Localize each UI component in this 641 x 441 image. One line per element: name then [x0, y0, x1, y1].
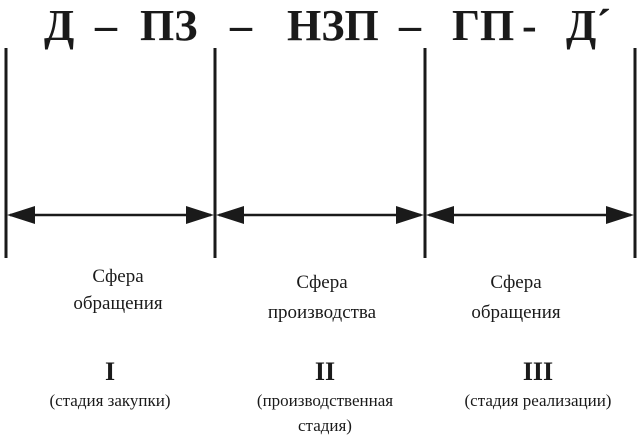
arrowhead-left-icon [426, 206, 454, 224]
arrowhead-right-icon [186, 206, 214, 224]
formula-d: Д [44, 1, 74, 50]
formula-dash-2: – [229, 1, 253, 50]
stage-2-sphere-line-2: производства [268, 302, 377, 323]
stage-3: Сфера обращения III (стадия реализации) [465, 272, 612, 410]
arrowhead-left-icon [7, 206, 35, 224]
stage-2-caption-line-2: стадия) [298, 416, 352, 435]
stage-1-sphere-line-1: Сфера [92, 266, 144, 287]
stage-3-numeral: III [523, 357, 553, 386]
stage-2-numeral: II [315, 357, 335, 386]
formula-gp: ГП [452, 1, 514, 50]
stage-2: Сфера производства II (производственная … [257, 272, 393, 435]
arrowhead-right-icon [606, 206, 634, 224]
stage-3-sphere-line-1: Сфера [490, 272, 542, 293]
stage-3-caption-line-1: (стадия реализации) [465, 391, 612, 410]
stage-1: Сфера обращения I (стадия закупки) [49, 266, 170, 410]
stage-1-numeral: I [105, 357, 115, 386]
arrowhead-left-icon [216, 206, 244, 224]
formula-pz: ПЗ [140, 1, 197, 50]
arrow-stage-2 [216, 206, 424, 224]
formula-dash-4: - [522, 1, 537, 50]
arrow-stage-3 [426, 206, 634, 224]
stage-3-sphere-line-2: обращения [471, 302, 560, 323]
stage-1-sphere-line-2: обращения [73, 293, 162, 314]
formula-d-prime: Д´ [566, 1, 611, 50]
arrowhead-right-icon [396, 206, 424, 224]
formula-dash-1: – [94, 1, 118, 50]
stage-1-caption-line-1: (стадия закупки) [49, 391, 170, 410]
formula: Д – ПЗ – НЗП – ГП - Д´ [44, 1, 611, 50]
stage-2-sphere-line-1: Сфера [296, 272, 348, 293]
formula-dash-3: – [398, 1, 422, 50]
arrow-stage-1 [7, 206, 214, 224]
stage-2-caption-line-1: (производственная [257, 391, 393, 410]
formula-nzp: НЗП [287, 1, 379, 50]
